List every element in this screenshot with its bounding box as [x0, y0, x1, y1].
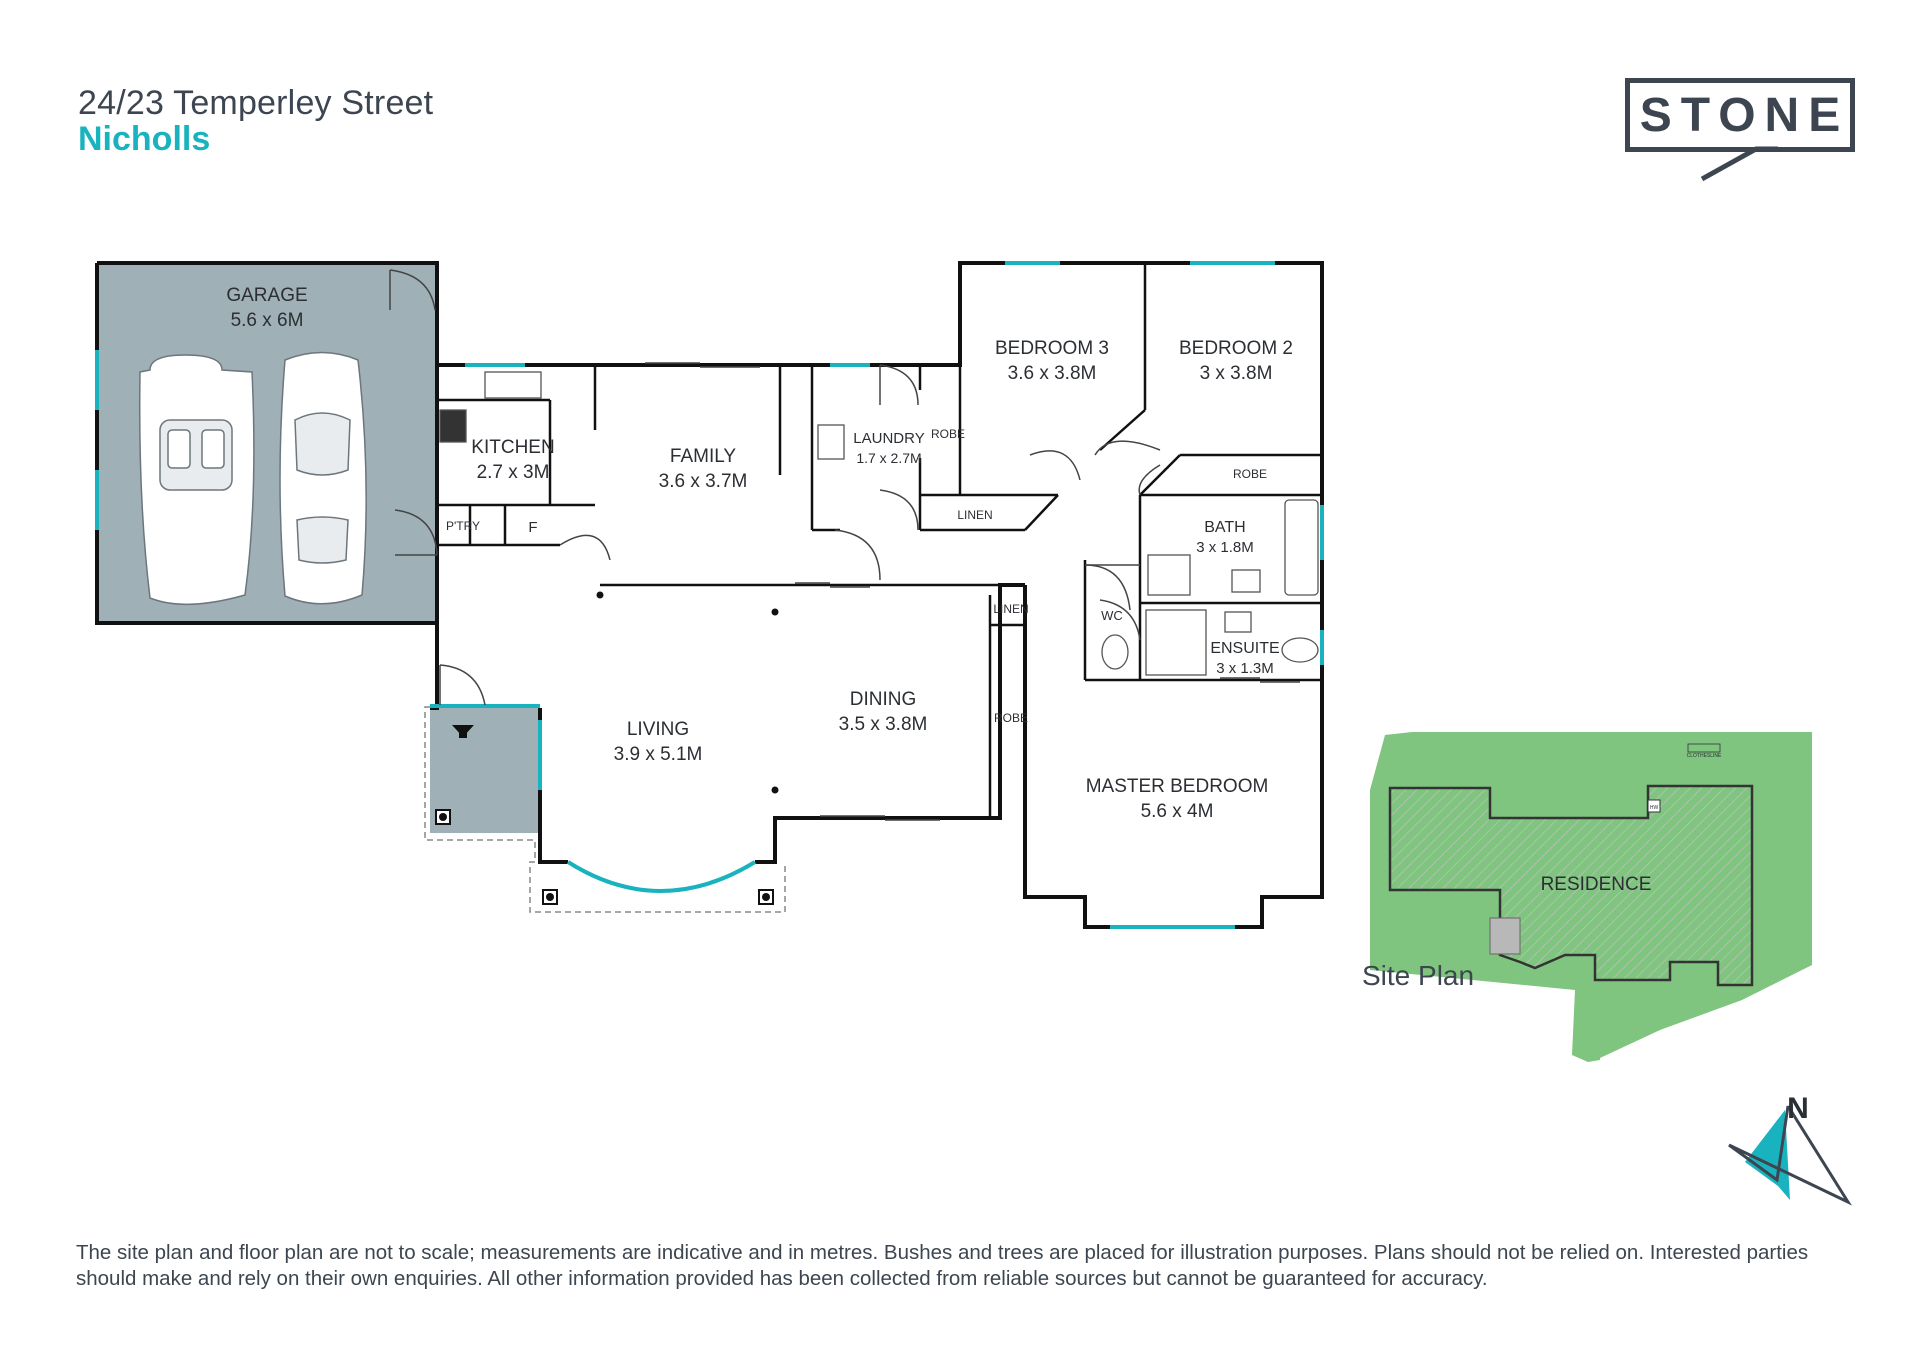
interior-walls — [435, 263, 1322, 818]
logo-pointer-icon — [1700, 146, 1778, 182]
disclaimer-text: The site plan and floor plan are not to … — [76, 1241, 1809, 1290]
windows — [95, 261, 1324, 929]
entry-arrow-icon — [452, 725, 474, 738]
property-suburb: Nicholls — [78, 120, 211, 158]
linen-label-dining: LINEN — [993, 602, 1028, 616]
property-address: 24/23 Temperley Street — [78, 84, 434, 122]
bedroom3-name: BEDROOM 3 — [995, 338, 1109, 359]
wc-toilet-icon — [1101, 634, 1129, 670]
stone-logo: STONE — [1625, 78, 1855, 152]
fixtures — [439, 371, 1319, 676]
master-dims: 5.6 x 4M — [1141, 801, 1214, 822]
robe-label-bed2: ROBE — [1233, 467, 1267, 481]
family-name: FAMILY — [670, 446, 736, 467]
porch-outline — [424, 706, 786, 913]
bedroom2-dims: 3 x 3.8M — [1200, 363, 1273, 384]
ensuite-dims: 3 x 1.3M — [1216, 660, 1274, 677]
kitchen-name: KITCHEN — [471, 437, 554, 458]
ensuite-name: ENSUITE — [1210, 640, 1279, 657]
living-name: LIVING — [627, 719, 689, 740]
shower-icon — [1145, 609, 1207, 676]
family-dims: 3.6 x 3.7M — [659, 471, 748, 492]
kitchen-dims: 2.7 x 3M — [477, 462, 550, 483]
bedroom2-name: BEDROOM 2 — [1179, 338, 1293, 359]
kitchen-sink-icon — [484, 371, 542, 399]
logo-text: STONE — [1639, 88, 1850, 142]
ensuite-toilet-icon — [1281, 637, 1319, 663]
room-labels: GARAGE 5.6 x 6M KITCHEN 2.7 x 3M FAMILY … — [226, 285, 1293, 822]
pantry-label: P'TRY — [446, 519, 480, 533]
compass-label: N — [1787, 1092, 1809, 1125]
small-labels: P'TRY F ROBE LINEN ROBE LINEN ROBE WC — [446, 427, 1267, 725]
robe-label-laundry: ROBE — [931, 427, 965, 441]
residence-footprint — [1388, 784, 1754, 987]
car-coupe-icon — [279, 351, 367, 605]
linen-label-hall: LINEN — [957, 508, 992, 522]
laundry-dims: 1.7 x 2.7M — [856, 450, 921, 466]
dining-name: DINING — [850, 689, 917, 710]
sliding-doors — [645, 362, 1300, 821]
laundry-name: LAUNDRY — [853, 430, 924, 447]
site-plan-title: Site Plan — [1362, 960, 1475, 991]
wc-label: WC — [1101, 608, 1123, 623]
site-plan: HW CLOTHESLINE RESIDENCE — [1370, 732, 1812, 1062]
ensuite-basin-icon — [1224, 611, 1252, 633]
bath-dims: 3 x 1.8M — [1196, 539, 1254, 556]
robe-label-master: ROBE — [994, 711, 1028, 725]
north-compass-icon: N — [1728, 1092, 1853, 1206]
garage-name: GARAGE — [226, 285, 307, 306]
bath-vanity-icon — [1147, 554, 1191, 596]
bath-name: BATH — [1204, 519, 1245, 536]
residence-label: RESIDENCE — [1541, 874, 1652, 895]
laundry-tub-icon — [817, 424, 845, 460]
car-convertible-icon — [138, 354, 255, 605]
bedroom3-dims: 3.6 x 3.8M — [1008, 363, 1097, 384]
clothesline-label: CLOTHESLINE — [1687, 753, 1722, 759]
cooktop-icon — [439, 409, 467, 443]
fridge-label: F — [528, 519, 537, 536]
hw-label: HW — [1650, 805, 1659, 811]
posts — [435, 591, 779, 905]
garage-dims: 5.6 x 6M — [231, 310, 304, 331]
master-name: MASTER BEDROOM — [1086, 776, 1269, 797]
door-swings — [389, 269, 1161, 706]
dining-dims: 3.5 x 3.8M — [839, 714, 928, 735]
bath-basin-icon — [1231, 569, 1261, 593]
bathtub-icon — [1284, 499, 1319, 596]
living-dims: 3.9 x 5.1M — [614, 744, 703, 765]
